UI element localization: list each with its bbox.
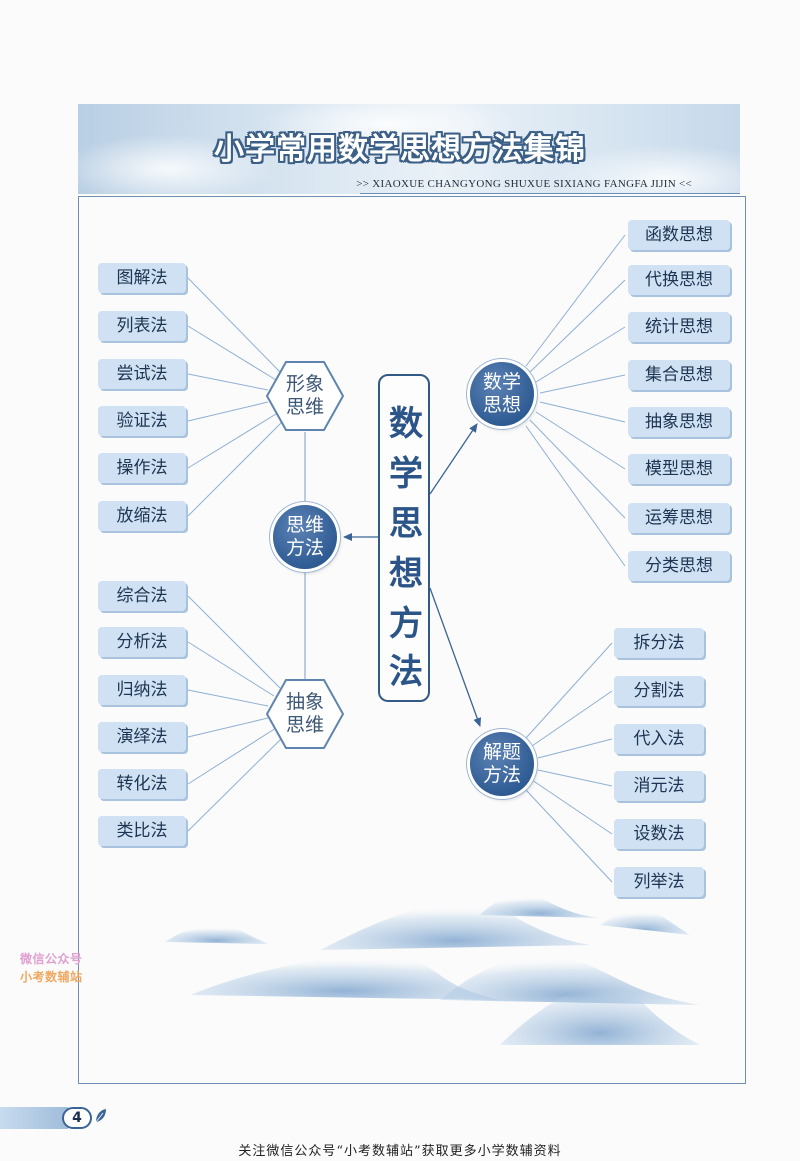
leaf-shuxue: 统计思想 [628,312,730,342]
leaf-shuxue: 模型思想 [628,454,730,484]
node-label: 思维 [285,714,324,736]
header-rule [360,193,740,194]
connector [187,641,275,697]
leaf-chouxiang: 类比法 [98,816,186,846]
leaf-shuxue: 代换思想 [628,265,730,295]
leaf-chouxiang: 综合法 [98,581,186,611]
leaf-xingxiang: 操作法 [98,453,186,483]
diagram-frame [78,196,746,1084]
leaf-jieti: 拆分法 [614,628,704,658]
leaf-jieti: 分割法 [614,676,704,706]
page-bar [0,1107,68,1129]
center-char: 数 [389,404,423,444]
header-banner [78,104,740,194]
leaf-chouxiang: 分析法 [98,627,186,657]
center-char: 法 [389,652,423,692]
arrow-to-shuxue [429,423,478,495]
node-label: 思维 [285,396,324,418]
node-label: 方法 [482,764,521,786]
connector [187,737,283,832]
connector [531,690,613,747]
connector [187,401,269,422]
page-subtitle: >> XIAOXUE CHANGYONG SHUXUE SIXIANG FANG… [356,178,692,190]
footer-note: 关注微信公众号“小考数辅站”获取更多小学数辅资料 [238,1144,562,1159]
leaf-xingxiang: 图解法 [98,263,186,293]
leaf-xingxiang: 验证法 [98,406,186,436]
connector [187,413,277,469]
center-char: 方 [389,604,423,644]
leaf-shuxue: 运筹思想 [628,503,730,533]
connector [187,689,269,707]
center-topic-box: 数 学 思 想 方 法 [378,374,430,702]
leaf-jieti: 消元法 [614,771,704,801]
connector [525,425,626,567]
connector [537,738,613,759]
connector [539,374,626,394]
chouxiang-hexagon [265,679,345,749]
leaf-shuxue: 集合思想 [628,360,730,390]
connector [187,373,269,391]
connector [529,279,626,373]
page-title: 小学常用数学思想方法集锦 [214,132,586,167]
leaf-jieti: 设数法 [614,819,704,849]
node-jieti-fangfa: 解题方法 [470,732,534,796]
connector [187,325,277,381]
watermark-line: 微信公众号 [20,952,83,966]
leaf-jieti: 列举法 [614,867,704,897]
node-label: 解题 [482,741,521,763]
connector [539,401,626,423]
connector [535,326,626,383]
leaf-shuxue: 抽象思想 [628,407,730,437]
leaf-jieti: 代入法 [614,724,704,754]
connector [529,419,626,519]
leaf-icon [95,1109,106,1123]
center-char: 思 [389,504,423,544]
node-shuxue-sixiang: 数学思想 [470,362,534,426]
leaf-shuxue: 分类思想 [628,551,730,581]
node-label: 形象 [285,373,324,395]
center-char: 学 [389,454,423,494]
node-label: 抽象 [285,691,324,713]
leaf-xingxiang: 放缩法 [98,501,186,531]
watermark-line: 小考数辅站 [20,970,83,984]
node-chouxiang-siwei: 抽象思维 [265,691,345,737]
leaf-xingxiang: 尝试法 [98,359,186,389]
xingxiang-hexagon [265,361,345,431]
connector [535,411,626,470]
leaf-chouxiang: 演绎法 [98,722,186,752]
arrow-to-jieti [429,587,482,727]
connector [531,779,613,835]
connector [187,595,281,689]
connector [187,727,277,785]
connector [537,769,613,787]
leaf-shuxue: 函数思想 [628,220,730,250]
connector [525,642,613,739]
connector [187,421,283,517]
node-label: 思想 [482,394,521,416]
center-char: 想 [389,554,423,594]
node-label: 思维 [285,514,324,536]
leaf-xingxiang: 列表法 [98,311,186,341]
connector [525,234,626,367]
leaf-chouxiang: 转化法 [98,769,186,799]
connector [187,717,269,738]
node-siwei-fangfa: 思维方法 [273,505,337,569]
leaf-chouxiang: 归纳法 [98,675,186,705]
node-xingxiang-siwei: 形象思维 [265,373,345,419]
page-number: 4 [62,1107,92,1129]
node-label: 方法 [285,537,324,559]
connector [525,789,613,883]
node-label: 数学 [482,371,521,393]
connector [187,277,281,373]
